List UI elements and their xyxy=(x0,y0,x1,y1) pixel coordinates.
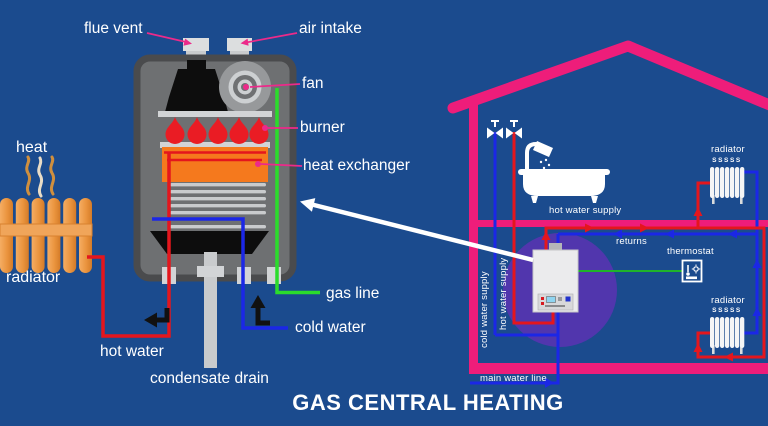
label-returns: returns xyxy=(616,236,647,247)
shower-head xyxy=(533,141,553,157)
flue-cone xyxy=(165,60,228,112)
house-cutaway xyxy=(447,40,768,388)
label-cold-water: cold water xyxy=(295,319,366,336)
label-thermostat: thermostat xyxy=(667,246,714,257)
label-hot-water: hot water xyxy=(100,343,164,360)
bath-hot-pipe xyxy=(512,132,555,325)
label-burner: burner xyxy=(300,119,345,136)
cold-water-flow-arrow xyxy=(250,295,270,326)
heat-marks-top: SSSSS xyxy=(712,157,742,164)
condensate-drain-pipe xyxy=(204,252,217,368)
label-heat: heat xyxy=(16,139,48,156)
thermostat-icon xyxy=(681,259,703,283)
radiator-top-icon xyxy=(710,167,745,204)
label-flue-vent: flue vent xyxy=(84,20,143,37)
label-radiator-left: radiator xyxy=(6,269,61,286)
house-structure xyxy=(447,40,768,374)
radiator-bottom-icon xyxy=(710,317,745,354)
diagram-title: GAS CENTRAL HEATING xyxy=(292,390,564,415)
detail-pointer-arrow xyxy=(300,198,534,263)
radiator-return-pipe xyxy=(744,170,759,335)
valve-icon xyxy=(506,120,522,139)
hot-supply-pipe xyxy=(544,226,766,359)
heat-marks-bottom: SSSSS xyxy=(712,307,742,314)
label-leaders xyxy=(146,32,303,167)
burner-shelf xyxy=(158,111,272,117)
label-hot-water-supply-vertical: hot water supply xyxy=(498,257,509,330)
label-cold-water-supply: cold water supply xyxy=(479,271,490,348)
gas-line-pipe xyxy=(275,88,320,295)
roof xyxy=(447,40,768,114)
burner-flames-icon xyxy=(165,117,269,144)
exchanger-red-tubes xyxy=(164,151,266,162)
condensate-tray xyxy=(150,231,269,254)
boiler-detail xyxy=(87,32,320,368)
label-fan: fan xyxy=(302,75,324,92)
label-hot-water-supply: hot water supply xyxy=(549,205,622,216)
blue-flow-arrows xyxy=(545,229,762,388)
label-main-water-line: main water line xyxy=(480,373,547,384)
hot-water-flow-arrow xyxy=(144,308,170,328)
bath-valves xyxy=(487,120,522,139)
bathtub-icon xyxy=(518,141,610,203)
label-heat-exchanger: heat exchanger xyxy=(303,157,410,174)
label-air-intake: air intake xyxy=(299,20,362,37)
leader-markers xyxy=(183,38,268,167)
wall-boiler-icon xyxy=(532,243,579,313)
label-radiator-top: radiator xyxy=(711,144,745,155)
cold-water-in-pipe xyxy=(152,217,288,330)
label-radiator-bottom: radiator xyxy=(711,295,745,306)
red-flow-arrows xyxy=(541,207,733,362)
room-radiator-icon xyxy=(0,155,93,273)
label-condensate-drain: condensate drain xyxy=(150,370,269,387)
exchanger-shelf xyxy=(160,142,270,148)
valve-icon xyxy=(487,120,503,139)
hot-water-out-pipe xyxy=(87,152,171,338)
label-gas-line: gas line xyxy=(326,285,380,302)
condensate-collar xyxy=(197,266,224,277)
radiator-top-tube xyxy=(0,223,93,237)
heat-waves-icon xyxy=(25,155,56,198)
